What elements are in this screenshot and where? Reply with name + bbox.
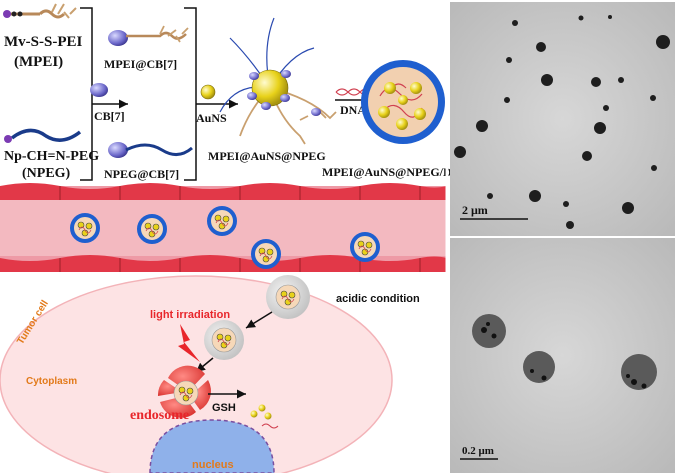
cytoplasm-label: Cytoplasm xyxy=(26,376,77,387)
nanoparticle-in-vessel-1 xyxy=(70,213,100,243)
gsh-label: GSH xyxy=(212,402,236,414)
synthesis-scheme: Mv-S-S-PEI (MPEI) Np-CH=N-PEG (NPEG) CB[… xyxy=(0,0,469,190)
npeg-polymer-icon xyxy=(4,128,82,143)
nanoparticle-in-vessel-4 xyxy=(251,239,281,269)
tem-image-bottom: 0.2 μm xyxy=(450,238,675,473)
nucleus-label: nucleus xyxy=(192,459,234,471)
arrow-uptake xyxy=(245,311,273,329)
auns-label: AuNS xyxy=(196,111,227,125)
endosome-label: endosome xyxy=(130,408,189,423)
bracket-middle xyxy=(184,7,197,181)
nanoparticle-in-vessel-2 xyxy=(137,214,167,244)
cb7-icon xyxy=(90,83,108,97)
acidic-condition-label: acidic condition xyxy=(336,293,420,305)
scale-label-bottom: 0.2 μm xyxy=(462,445,494,457)
nucleus xyxy=(149,419,275,473)
mpei-auns-npeg-label: MPEI@AuNS@NPEG xyxy=(208,149,326,163)
final-complex-icon xyxy=(361,60,445,144)
nanoparticle-in-vessel-3 xyxy=(207,206,237,236)
mpei-cb7-icon xyxy=(108,25,189,46)
lightning-bolt-icon xyxy=(178,324,200,362)
final-complex-label: MPEI@AuNS@NPEG/DNA xyxy=(322,165,469,179)
mpei-cb7-label: MPEI@CB[7] xyxy=(104,57,177,71)
mpei-name: Mv-S-S-PEI xyxy=(4,34,82,50)
mpei-abbr: (MPEI) xyxy=(14,54,63,70)
cb7-label: CB[7] xyxy=(94,109,125,123)
endosome-icon xyxy=(157,365,211,418)
nanoparticle-in-vessel-5 xyxy=(350,232,380,262)
mpei-polymer-icon xyxy=(3,3,77,19)
blood-vessel xyxy=(0,183,447,272)
tumor-cell-panel: Tumor cell Cytoplasm acidic condition li… xyxy=(0,272,447,473)
mpei-auns-npeg-icon xyxy=(219,17,337,145)
scale-label-top: 2 μm xyxy=(462,203,488,217)
npeg-name: Np-CH=N-PEG xyxy=(4,149,99,164)
auns-icon xyxy=(200,84,216,100)
light-irradiation-label: light irradiation xyxy=(150,309,230,321)
dna-label: DNA xyxy=(340,103,366,117)
npeg-cb7-icon xyxy=(108,142,193,158)
npeg-cb7-label: NPEG@CB[7] xyxy=(104,167,179,181)
tem-image-top: 2 μm xyxy=(450,2,675,236)
npeg-abbr: (NPEG) xyxy=(22,166,71,181)
